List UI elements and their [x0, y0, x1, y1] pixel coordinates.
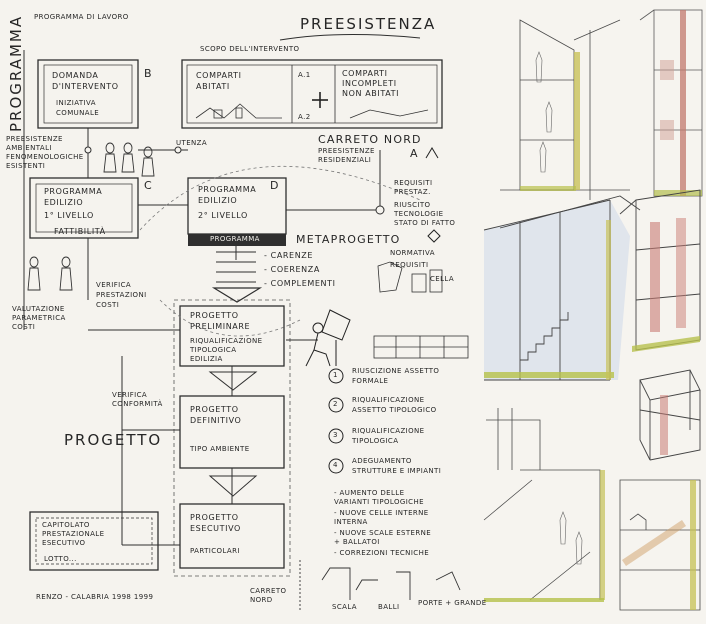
carreto-bottom-2: Nord	[250, 597, 273, 605]
label-b: B	[144, 68, 153, 80]
verifica-3: costi	[96, 302, 119, 310]
preesistenze-left-3: fenomenologiche	[6, 154, 84, 162]
riqual-1: Riqualificazione	[190, 338, 263, 346]
particolari: Particolari	[190, 548, 240, 556]
bullet-2: varianti tipologiche	[334, 499, 424, 507]
prog-esec-1: Progetto	[190, 514, 239, 523]
carreto-nord-2: Preesistenze	[318, 148, 375, 156]
comparti-incompleti-2: incompleti	[342, 80, 397, 89]
label-a1: A.1	[298, 72, 311, 80]
prog-esec-2: esecutivo	[190, 525, 241, 534]
heading-metaprogetto: Metaprogetto	[296, 234, 401, 246]
preesistenze-left-1: Preesistenze	[6, 136, 63, 144]
prog-prel-2: preliminare	[190, 323, 250, 332]
heading-preesistenza: Preesistenza	[300, 16, 436, 33]
num-3: 3	[333, 432, 338, 440]
capitolato-1: Capitolato	[42, 522, 90, 530]
num-4: 4	[333, 462, 338, 470]
bottom-scala: Scala	[332, 604, 357, 612]
prog-def-1: Progetto	[190, 406, 239, 415]
programma-2-line-2: edilizio	[198, 197, 237, 206]
label-c: C	[144, 180, 153, 192]
riqual-3: edilizia	[190, 356, 223, 364]
fattibilita: Fattibilità	[54, 228, 106, 237]
riqual-2: tipologica	[190, 347, 236, 355]
label-utenza: Utenza	[176, 140, 207, 148]
credit: Renzo - calabria 1998 1999	[36, 594, 153, 602]
tipo-ambiente: Tipo ambiente	[190, 446, 250, 454]
verifica-conformita-1: Verifica	[112, 392, 147, 400]
domanda-line-4: comunale	[56, 110, 99, 118]
verifica-2: prestazioni	[96, 292, 147, 300]
prog-def-2: definitivo	[190, 417, 241, 426]
requisiti-right-2: prestaz.	[394, 189, 431, 197]
verifica-1: Verifica	[96, 282, 131, 290]
programma-1-line-3: 1° livello	[44, 212, 94, 221]
label-a-right: A	[410, 148, 419, 160]
valutazione-3: costi	[12, 324, 35, 332]
cella: Cella	[430, 276, 454, 284]
comparti-incompleti-1: Comparti	[342, 70, 388, 79]
label-a2: A.2	[298, 114, 311, 122]
programma-2-line-1: Programma	[198, 186, 256, 195]
num-4-text-b: strutture e impianti	[352, 468, 441, 476]
criteri: - Coerenza	[264, 266, 320, 275]
bullet-1: - Aumento delle	[334, 490, 404, 498]
lotto: Lotto...	[44, 556, 77, 564]
domanda-line-1: Domanda	[52, 72, 99, 81]
programma-1-line-2: edilizio	[44, 199, 83, 208]
num-2: 2	[333, 401, 338, 409]
verifica-conformita-2: conformità	[112, 401, 163, 409]
bullet-7: - Correzioni tecniche	[334, 550, 429, 558]
requisiti-right-3: Riuscito	[394, 202, 430, 210]
bullet-5: - Nuove scale esterne	[334, 530, 431, 538]
bottom-porte: Porte + grande	[418, 600, 487, 608]
num-1-text-b: formale	[352, 378, 388, 386]
num-4-text-a: Adeguamento	[352, 458, 412, 466]
num-3-text-a: Riqualificazione	[352, 428, 425, 436]
num-2-text-a: Riqualificazione	[352, 397, 425, 405]
requisiti-right-5: stato di fatto	[394, 220, 455, 228]
valutazione-2: parametrica	[12, 315, 66, 323]
carreto-nord-1: Carreto Nord	[318, 134, 422, 146]
carreto-bottom-1: Carreto	[250, 588, 286, 596]
programma-bar: Programma	[210, 236, 260, 244]
complementi: - Complementi	[264, 280, 336, 289]
bottom-balli: Balli	[378, 604, 399, 612]
label-scopo: Scopo dell'intervento	[200, 46, 299, 54]
carenze: - Carenze	[264, 252, 313, 261]
capitolato-3: esecutivo	[42, 540, 85, 548]
programma-2-line-3: 2° livello	[198, 212, 248, 221]
num-1-text-a: Riuscizione assetto	[352, 368, 439, 376]
programma-1-line-1: Programma	[44, 188, 102, 197]
num-3-text-b: tipologica	[352, 438, 398, 446]
heading-progetto: Progetto	[64, 432, 162, 449]
bullet-3: - Nuove celle interne	[334, 510, 429, 518]
domanda-line-2: d'intervento	[52, 83, 119, 92]
requisiti: Requisiti	[390, 262, 428, 270]
num-2-text-b: assetto tipologico	[352, 407, 437, 415]
comparti-abitati-2: abitati	[196, 83, 230, 92]
top-note: Programma di lavoro	[34, 14, 129, 22]
comparti-abitati-1: Comparti	[196, 72, 242, 81]
valutazione-1: Valutazione	[12, 306, 65, 314]
comparti-incompleti-3: non abitati	[342, 90, 399, 99]
label-d: D	[270, 180, 280, 192]
bullet-6: + ballatoi	[334, 539, 380, 547]
heading-programma: Programma	[8, 15, 25, 132]
prog-prel-1: Progetto	[190, 312, 239, 321]
normativa: Normativa	[390, 250, 435, 258]
capitolato-2: prestazionale	[42, 531, 104, 539]
requisiti-right-4: tecnologie	[394, 211, 443, 219]
preesistenze-left-4: esistenti	[6, 163, 45, 171]
requisiti-right-1: Requisiti	[394, 180, 432, 188]
domanda-line-3: Iniziativa	[56, 100, 96, 108]
num-1: 1	[333, 372, 338, 380]
bullet-4: Interna	[334, 519, 368, 527]
carreto-nord-3: residenziali	[318, 157, 371, 165]
preesistenze-left-2: ambientali	[6, 145, 52, 153]
